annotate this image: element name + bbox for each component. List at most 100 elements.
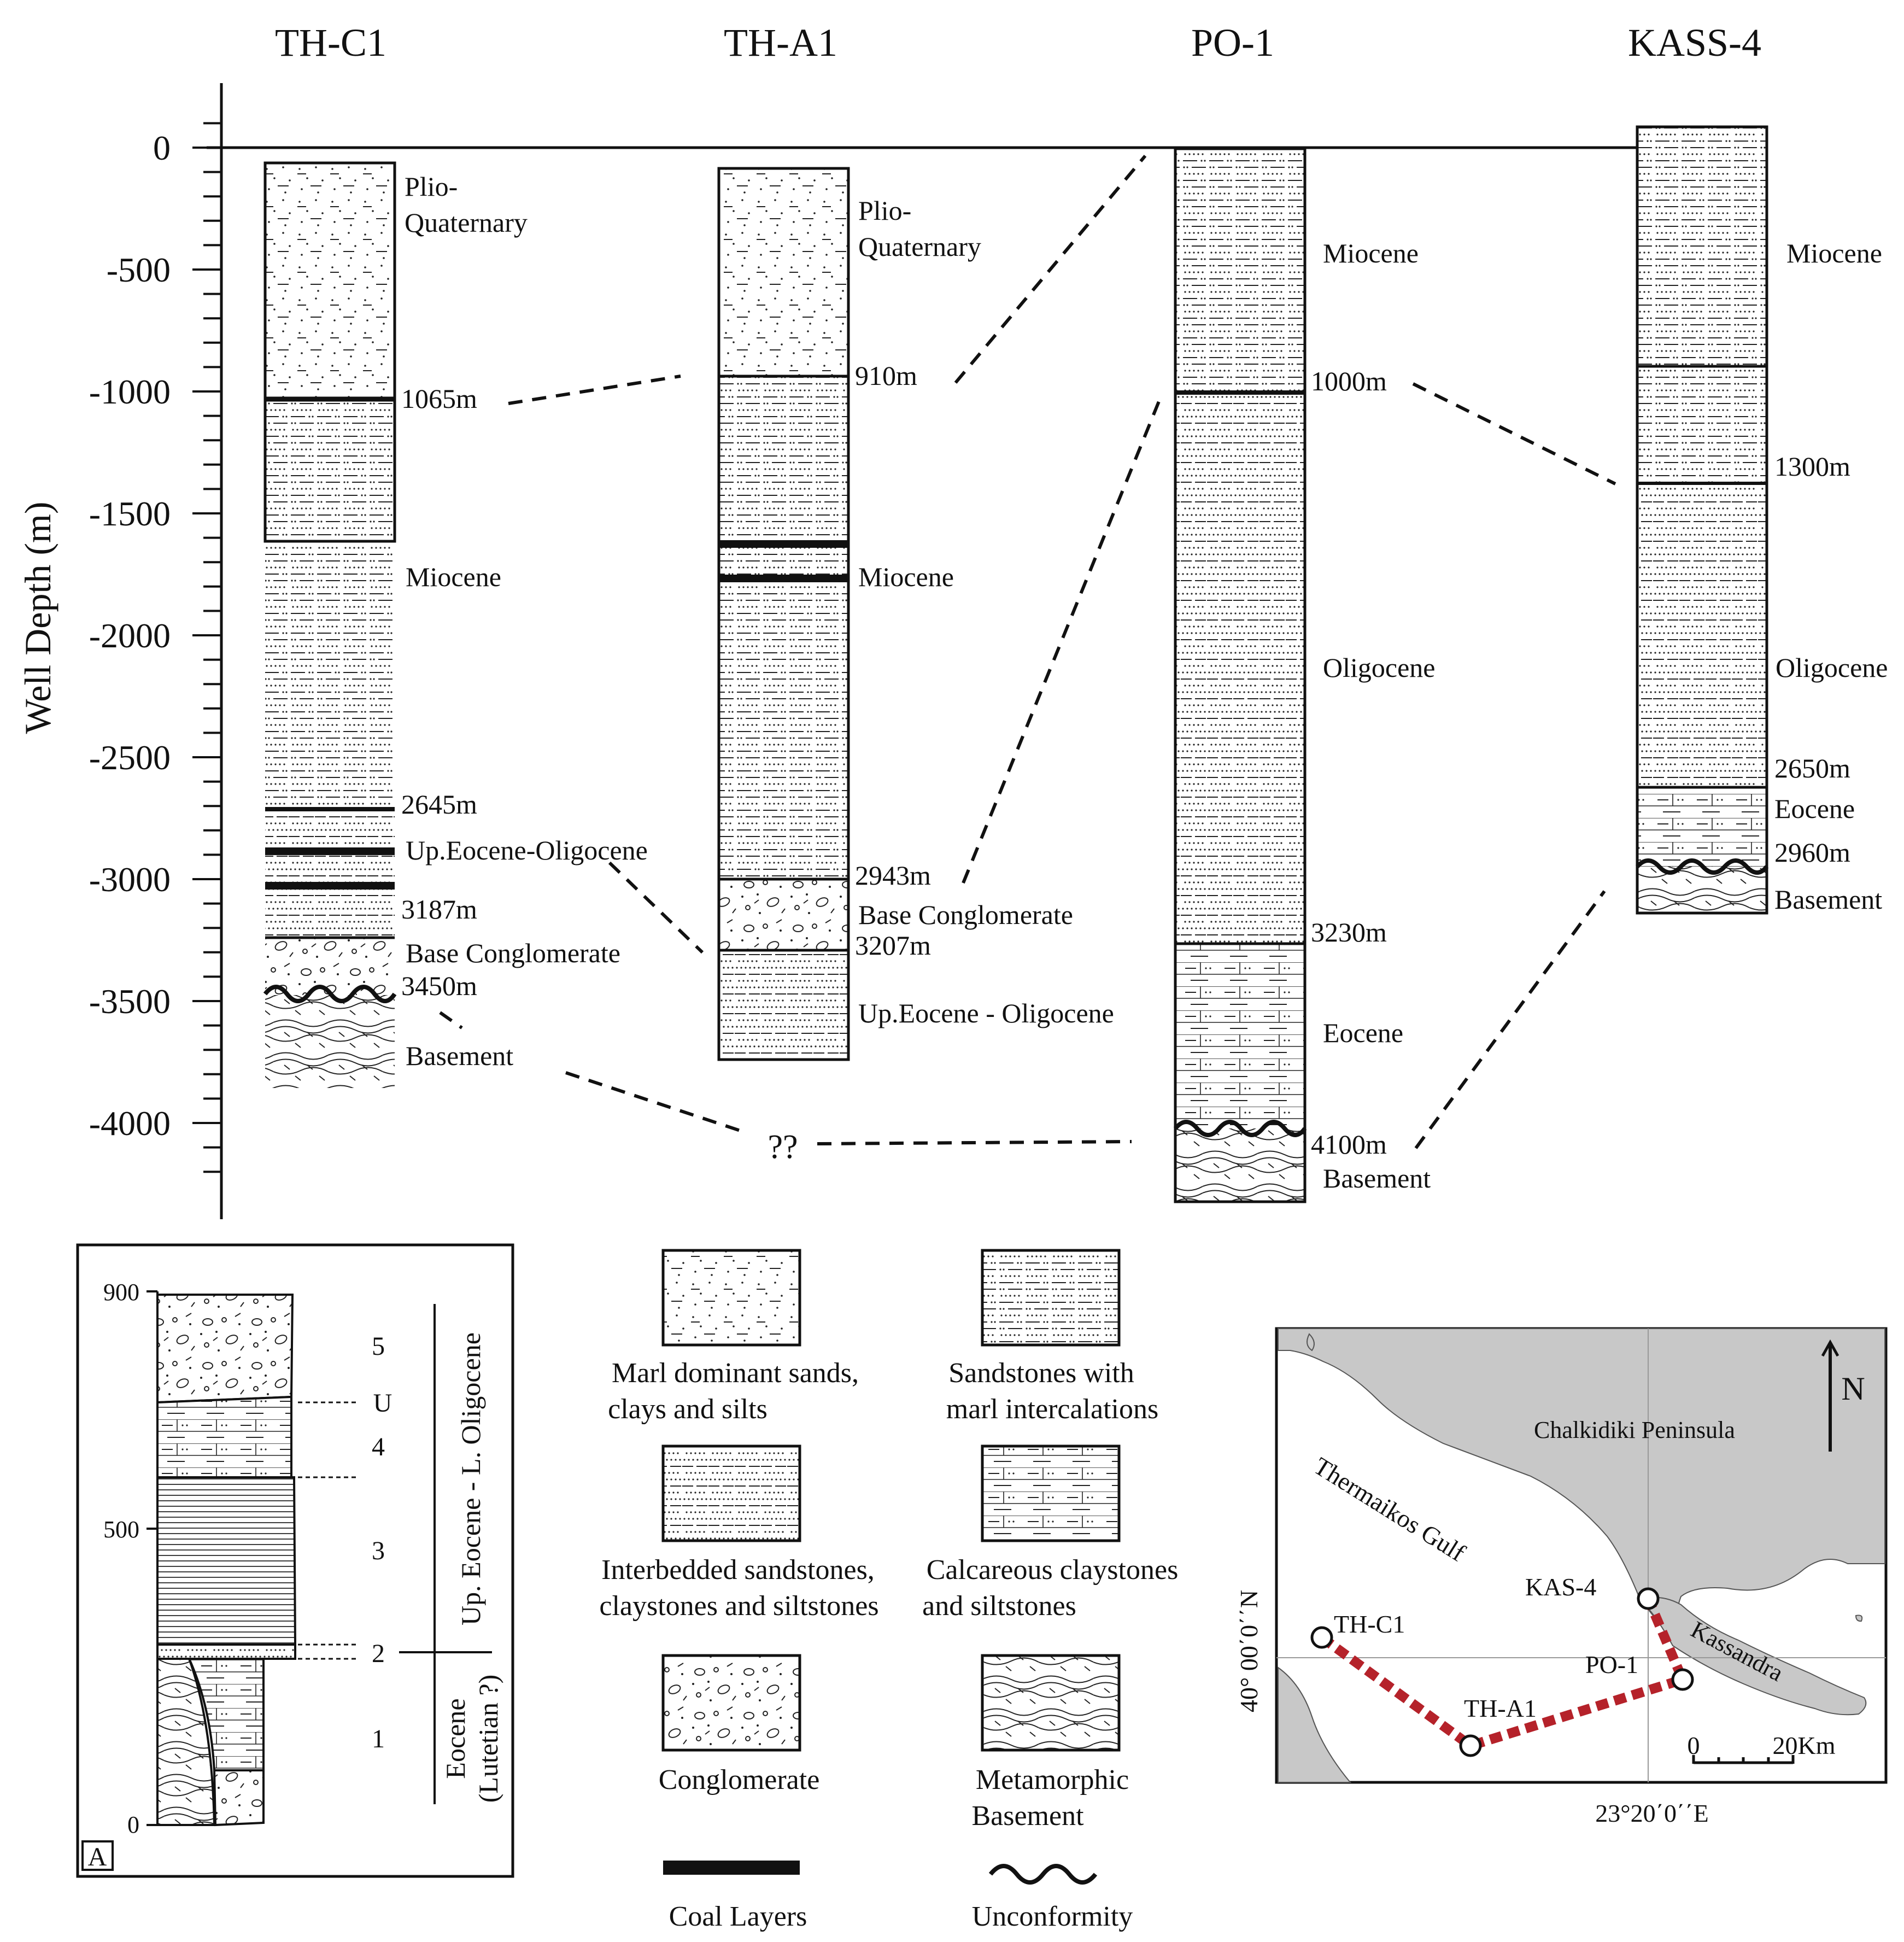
unit-label: Base Conglomerate (858, 899, 1073, 930)
legend-label: Sandstones with (948, 1358, 1134, 1389)
well-title-th-a1: TH-A1 (724, 21, 837, 65)
axis-tick-label: -4000 (89, 1104, 171, 1143)
unit-label: Basement (406, 1040, 513, 1071)
unit-label: Plio- (405, 171, 458, 202)
legend-swatch-metamorphic (981, 1654, 1121, 1752)
depth-label: 2960m (1774, 837, 1850, 868)
depth-label: 4100m (1311, 1129, 1387, 1160)
well-column-kass-4 (1636, 125, 1769, 915)
legend-swatch-calcareous (981, 1444, 1121, 1542)
western-coast (1278, 1666, 1352, 1783)
axis-tick-label: -1000 (89, 372, 171, 411)
well-columns: TH-C1 TH-A1 PO-1 KASS-4 Plio- Quaternary… (263, 21, 1888, 1203)
depth-label: 3450m (401, 970, 477, 1001)
inset-a-section: 900 500 0 5 U 4 3 2 1 Up. Eocene - L. Ol… (76, 1243, 514, 1878)
axis-tick-label: -3500 (89, 982, 171, 1021)
legend-label: Conglomerate (659, 1764, 820, 1795)
inset-age-lower-2: (Lutetian ?) (473, 1675, 503, 1803)
depth-label: 1065m (401, 383, 477, 414)
longitude-label: 23°20΄0΄΄E (1595, 1799, 1708, 1827)
map-well-th-a1 (1459, 1734, 1482, 1757)
map-label-kas-4: KAS-4 (1525, 1573, 1596, 1601)
well-column-po-1 (1173, 147, 1307, 1203)
unit-label: Miocene (858, 561, 954, 592)
depth-label: 2650m (1774, 753, 1850, 783)
legend-label: claystones and siltstones (599, 1590, 878, 1622)
unit-label: Eocene (1323, 1017, 1403, 1048)
legend-label: Interbedded sandstones, (601, 1554, 875, 1586)
depth-label: 3207m (855, 930, 931, 961)
inset-age-lower-1: Eocene (440, 1698, 471, 1779)
unit-label: Quaternary (858, 231, 981, 262)
depth-label: 1000m (1311, 366, 1387, 396)
map-label-po-1: PO-1 (1585, 1651, 1638, 1678)
depth-axis: 0 -500 -1000 -1500 -2000 -2500 -3000 -3500 -4000… (17, 83, 1766, 1219)
inset-age-upper: Up. Eocene - L. Oligocene (455, 1332, 486, 1625)
axis-tick-label: -3000 (89, 860, 171, 899)
unit-label: Up.Eocene-Oligocene (406, 835, 648, 865)
inset-scale-tick: 0 (127, 1811, 139, 1838)
legend-swatch-unconformity (988, 1864, 1098, 1885)
location-map: TH-C1 TH-A1 PO-1 KAS-4 Chalkidiki Penins… (1235, 1327, 1888, 1827)
axis-tick-label: -2000 (89, 616, 171, 655)
unit-label: Basement (1323, 1163, 1431, 1194)
legend-label: Coal Layers (669, 1901, 807, 1932)
depth-label: 3187m (401, 894, 477, 925)
legend-swatch-sandstone-marl (981, 1249, 1121, 1347)
legend-label: Calcareous claystones (927, 1554, 1179, 1586)
islet (1855, 1615, 1863, 1622)
inset-panel-label: A (88, 1842, 107, 1871)
legend-swatch-coal (663, 1861, 800, 1875)
well-title-th-c1: TH-C1 (275, 21, 386, 65)
correlation-path (1319, 1596, 1690, 1751)
unit-label: Basement (1774, 884, 1882, 915)
unit-label: Base Conglomerate (406, 938, 620, 968)
legend-label: Marl dominant sands, (612, 1358, 859, 1389)
legend-label: Metamorphic (976, 1764, 1129, 1795)
depth-label: 1300m (1774, 451, 1850, 482)
map-label-peninsula: Chalkidiki Peninsula (1534, 1417, 1735, 1443)
unit-label: Miocene (1786, 238, 1882, 268)
north-label: N (1841, 1371, 1865, 1407)
unit-label: Oligocene (1323, 652, 1435, 683)
kassandra-peninsula (1639, 1596, 1867, 1716)
axis-tick-label: 0 (153, 128, 171, 167)
legend-label: Basement (971, 1800, 1084, 1832)
map-label-th-c1: TH-C1 (1334, 1610, 1405, 1638)
latitude-label: 40° 00΄0΄΄N (1235, 1590, 1263, 1712)
axis-tick-label: -500 (107, 250, 171, 289)
correlation-lines (439, 155, 1616, 1149)
inset-unit-number: U (373, 1389, 392, 1418)
scale-bar (1692, 1755, 1795, 1764)
chalkidiki-landmass (1278, 1328, 1885, 1648)
well-column-th-a1 (717, 167, 850, 1061)
map-well-kas-4 (1637, 1587, 1660, 1610)
map-well-th-c1 (1310, 1626, 1333, 1649)
legend-swatch-interbedded (661, 1444, 801, 1542)
axis-tick-label: -2500 (89, 738, 171, 777)
scale-end: 20Km (1773, 1732, 1836, 1759)
depth-label: 2645m (401, 789, 477, 820)
inset-unit-number: 1 (372, 1724, 385, 1753)
well-title-po-1: PO-1 (1191, 21, 1274, 65)
unit-label: Plio- (858, 195, 911, 226)
map-label-th-a1: TH-A1 (1464, 1694, 1537, 1722)
well-column-th-c1 (263, 161, 397, 1088)
axis-label: Well Depth (m) (17, 501, 58, 734)
inset-unit-number: 3 (372, 1536, 385, 1565)
depth-label: 3230m (1311, 917, 1387, 947)
legend-label: marl intercalations (946, 1394, 1158, 1425)
unit-label: Oligocene (1776, 652, 1888, 683)
unit-label: Miocene (1323, 238, 1419, 268)
scale-start: 0 (1688, 1732, 1700, 1759)
axis-tick-label: -1500 (89, 494, 171, 533)
legend-swatch-marl (661, 1249, 801, 1347)
legend-label: clays and silts (608, 1394, 768, 1425)
unit-label: Quaternary (405, 207, 528, 238)
depth-label: 2943m (855, 860, 931, 891)
uncertain-correlation-label: ?? (768, 1128, 798, 1166)
unit-label: Eocene (1774, 793, 1855, 824)
legend-label: Unconformity (972, 1901, 1133, 1932)
legend-swatch-conglomerate (661, 1654, 801, 1752)
